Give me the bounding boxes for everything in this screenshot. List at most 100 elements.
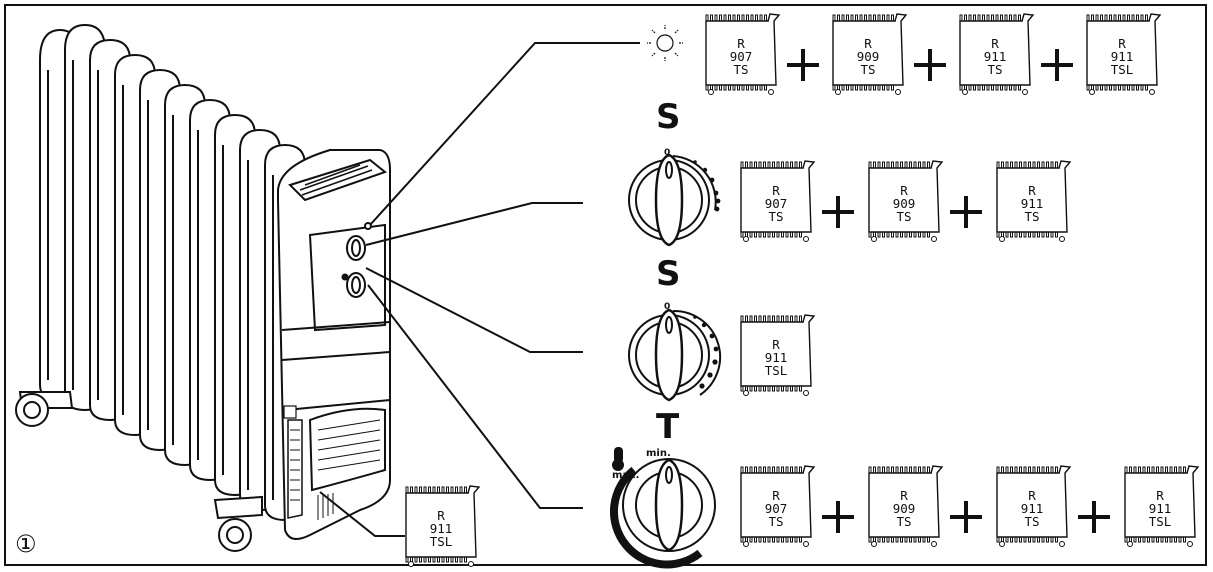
card-line-l3: TSL <box>1110 62 1134 77</box>
scale-dot-s1 <box>715 198 721 204</box>
card-line-l3: TS <box>768 209 784 224</box>
card-line-l1: R <box>437 508 445 523</box>
plus-sign-row2-2 <box>950 196 982 228</box>
scale-dot-s2 <box>693 315 697 319</box>
plus-sign-row1-1 <box>787 49 819 81</box>
figure-frame <box>4 4 1207 566</box>
thermostat-max-label: max. <box>612 470 640 481</box>
zero-label-first: 0 <box>664 148 671 158</box>
card-row1-3 <box>959 13 1035 95</box>
card-line-l1: R <box>900 183 908 198</box>
card-line-l2: 911 <box>1020 501 1044 516</box>
scale-dot-s2 <box>699 383 705 389</box>
card-row1-4 <box>1086 13 1162 95</box>
card-line-l3: TS <box>896 514 912 529</box>
card-line-l3: TS <box>1024 514 1040 529</box>
card-line-l1: R <box>737 36 745 51</box>
dial-scale-dots <box>693 160 721 389</box>
plus-sign-row4-3 <box>1078 501 1110 533</box>
radiator-fins <box>39 23 306 522</box>
plus-sign-row4-2 <box>950 501 982 533</box>
dial-s2 <box>628 308 722 402</box>
card-line-l2: 907 <box>764 501 788 516</box>
card-line-l3: TS <box>896 209 912 224</box>
card-line-l3: TS <box>1024 209 1040 224</box>
card-row2-3 <box>996 160 1072 242</box>
dial-thermostat <box>609 447 716 569</box>
scale-dot-s2 <box>713 346 719 352</box>
thermostat-cards <box>405 13 1200 567</box>
dial-s1 <box>628 153 717 247</box>
card-row4-2 <box>868 465 944 547</box>
card-line-l3: TS <box>733 62 749 77</box>
card-line-l2: 911 <box>983 49 1007 64</box>
thermostat-min-label: min. <box>646 448 671 459</box>
card-line-l1: R <box>1156 488 1164 503</box>
figure-number: ① <box>15 530 37 558</box>
card-line-l1: R <box>1028 488 1036 503</box>
card-line-l2: 911 <box>1148 501 1172 516</box>
oil-radiator-heater <box>15 23 391 552</box>
card-row1-2 <box>832 13 908 95</box>
card-row1-1 <box>705 13 781 95</box>
card-row4-3 <box>996 465 1072 547</box>
letter-t: T <box>656 407 680 447</box>
card-line-l2: 909 <box>892 501 916 516</box>
card-line-l2: 911 <box>429 521 453 536</box>
card-line-l2: 911 <box>1020 196 1044 211</box>
card-line-l2: 909 <box>892 196 916 211</box>
zero-label-second: 0 <box>664 302 671 312</box>
card-row2-2 <box>868 160 944 242</box>
card-line-l1: R <box>1028 183 1036 198</box>
card-row4-1 <box>740 465 816 547</box>
scale-dot-s1 <box>713 190 719 196</box>
card-row2-1 <box>740 160 816 242</box>
plus-sign-row4-1 <box>822 501 854 533</box>
card-line-l1: R <box>864 36 872 51</box>
plus-sign-row1-3 <box>1041 49 1073 81</box>
card-line-l3: TSL <box>1148 514 1172 529</box>
card-line-l1: R <box>772 488 780 503</box>
scale-dot-s2 <box>712 359 718 365</box>
scale-dot-s1 <box>714 206 720 212</box>
scale-dot-s1 <box>693 160 697 164</box>
card-line-l3: TS <box>987 62 1003 77</box>
scale-dot-s2 <box>701 322 707 328</box>
plus-sign-row2-1 <box>822 196 854 228</box>
scale-dot-s2 <box>709 333 715 339</box>
scale-dot-s1 <box>702 167 708 173</box>
card-row3-1 <box>740 314 816 396</box>
scale-dot-s1 <box>709 177 715 183</box>
plus-sign-row1-2 <box>914 49 946 81</box>
card-line-l3: TSL <box>429 534 453 549</box>
card-line-l2: 911 <box>764 350 788 365</box>
card-line-l2: 907 <box>764 196 788 211</box>
card-line-l1: R <box>772 337 780 352</box>
card-line-l2: 909 <box>856 49 880 64</box>
card-line-l3: TS <box>768 514 784 529</box>
card-line-l3: TSL <box>764 363 788 378</box>
card-row4-4 <box>1124 465 1200 547</box>
card-line-l1: R <box>900 488 908 503</box>
card-line-l1: R <box>1118 36 1126 51</box>
caster-wheels <box>15 391 263 552</box>
leader-lines <box>319 42 640 537</box>
letter-s-first: S <box>656 97 681 137</box>
card-line-l2: 907 <box>729 49 753 64</box>
card-line-l1: R <box>772 183 780 198</box>
card-line-l2: 911 <box>1110 49 1134 64</box>
control-housing <box>277 149 391 540</box>
card-heater-1 <box>405 485 481 567</box>
